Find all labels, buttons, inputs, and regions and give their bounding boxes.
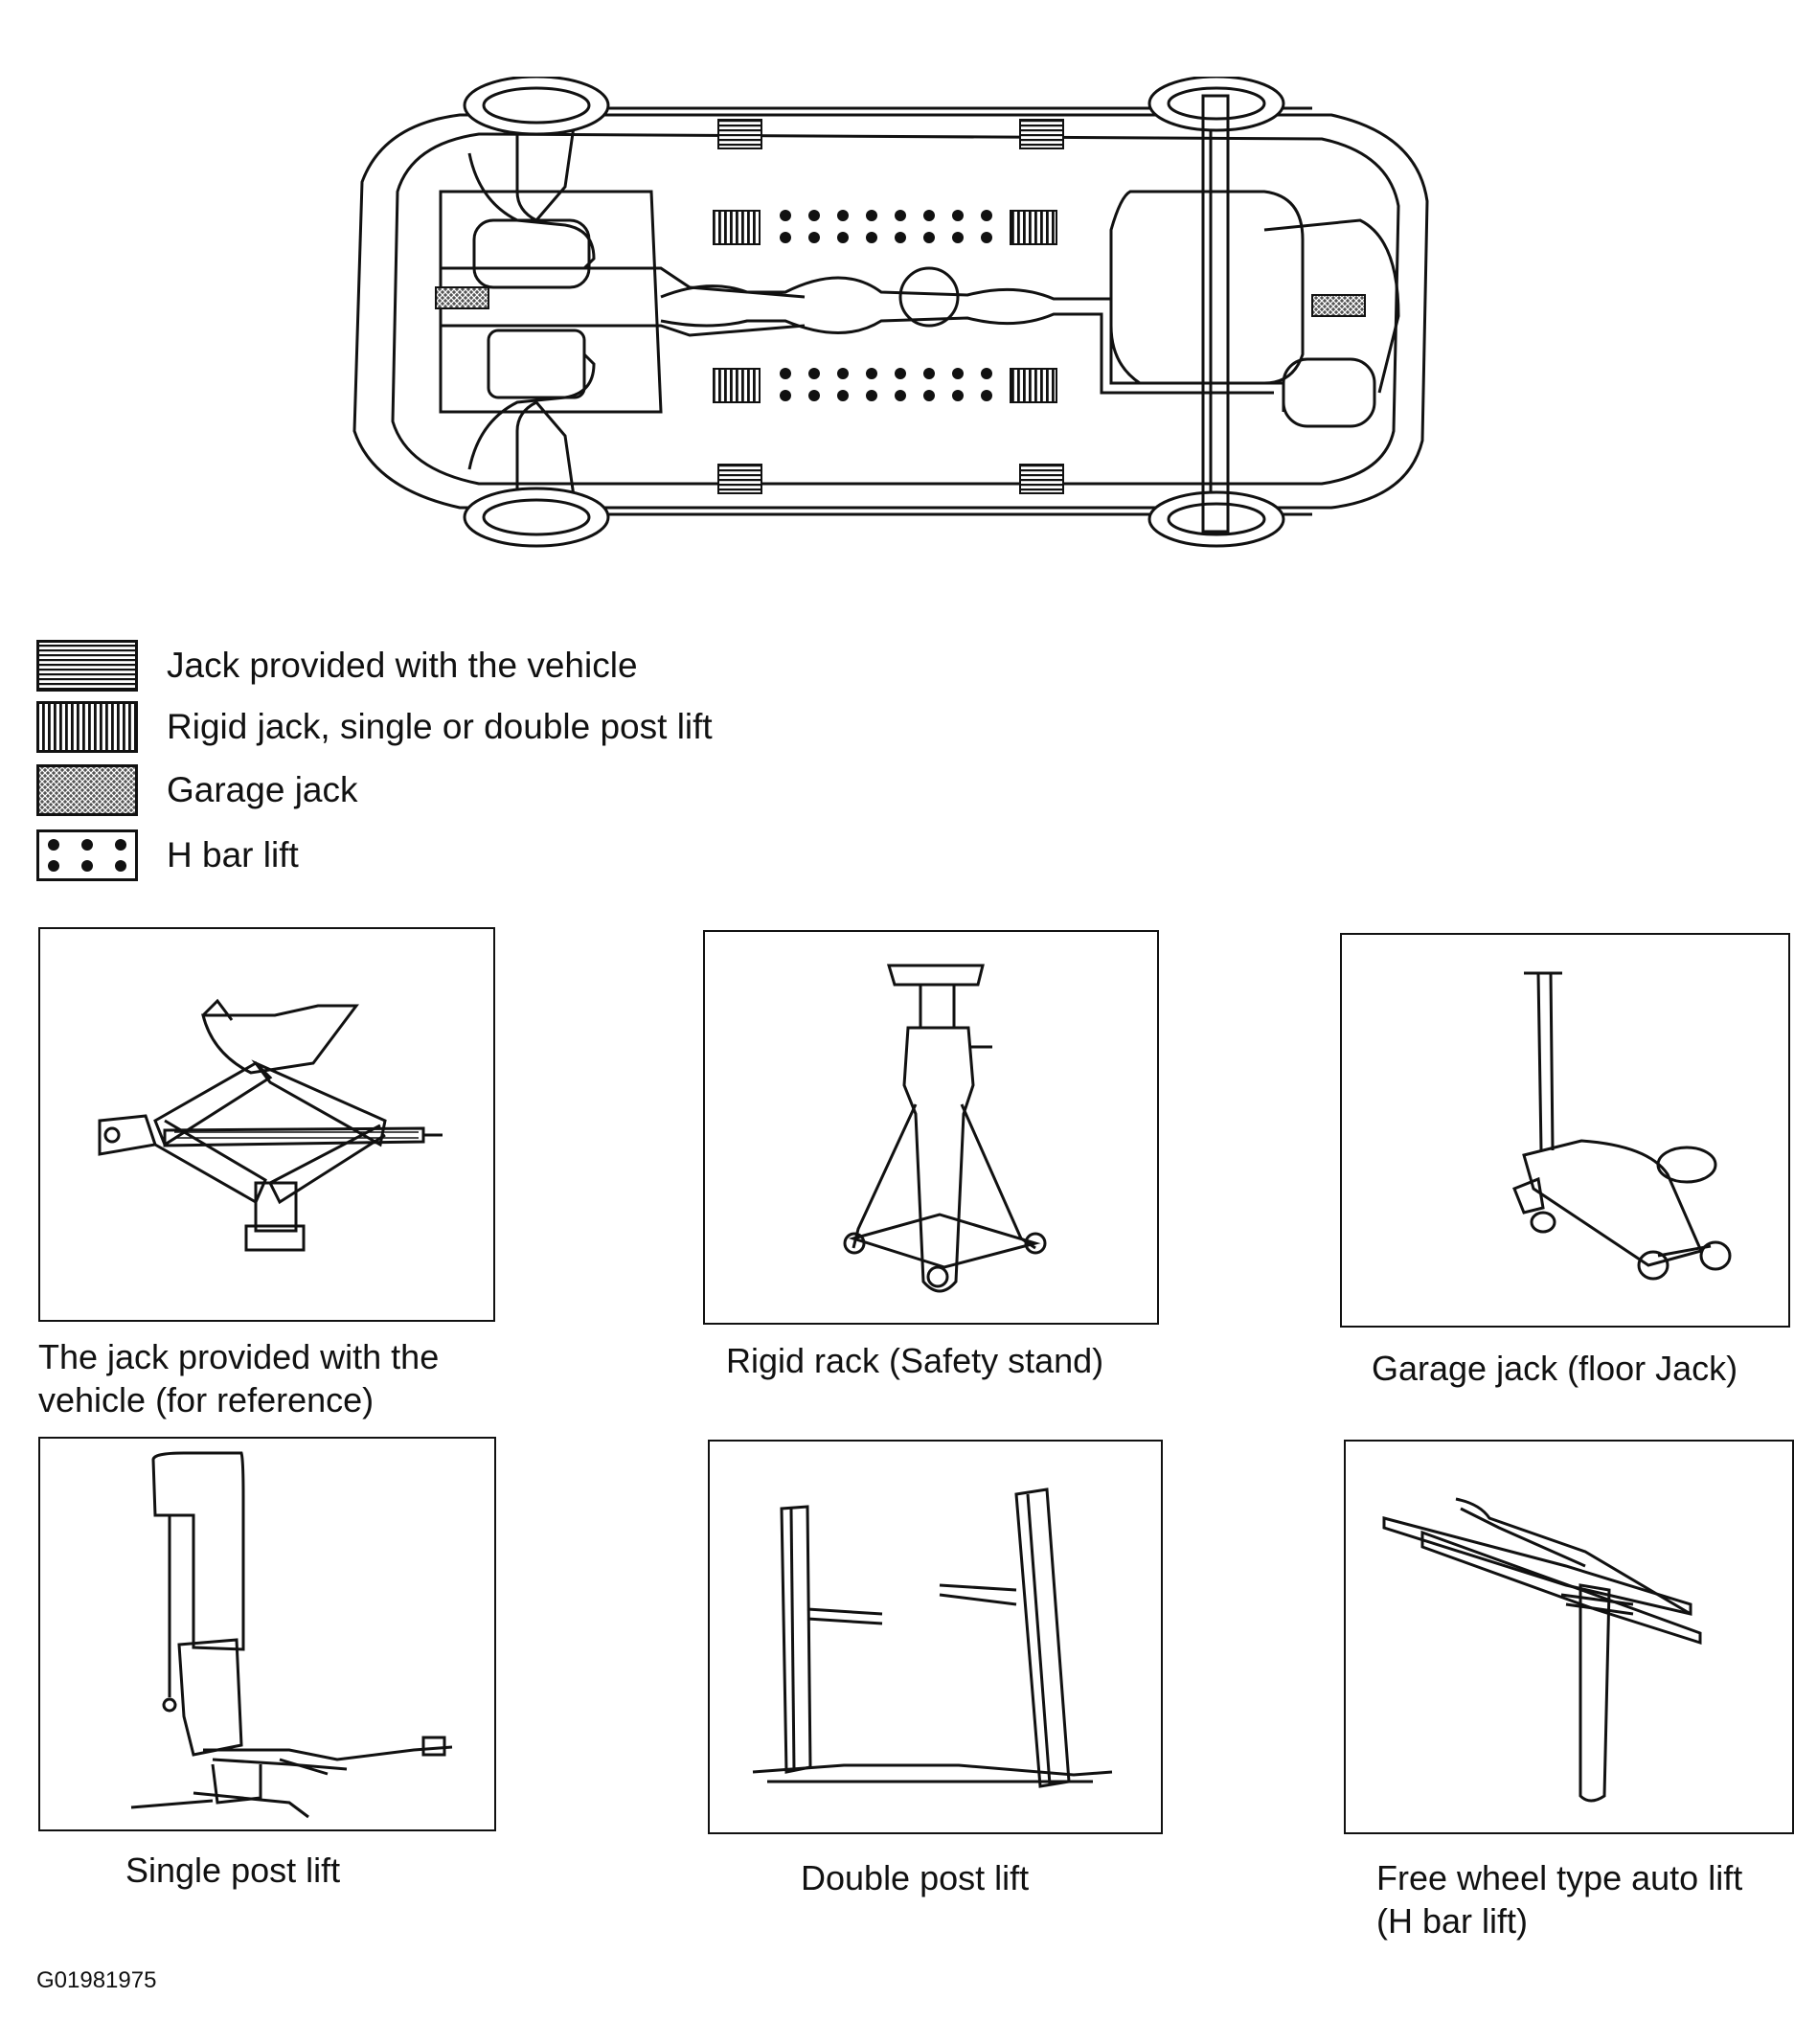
double-post-lift-icon	[752, 1488, 1113, 1788]
panel-single-post-lift	[38, 1437, 496, 1831]
vertical-lines-swatch-icon	[36, 701, 138, 753]
caption-double-post-lift: Double post lift	[801, 1858, 1030, 1897]
vehicle-underbody-diagram	[352, 77, 1429, 548]
caption-single-post-lift: Single post lift	[125, 1851, 341, 1890]
safety-stand-icon	[843, 964, 1047, 1293]
caption-safety-stand: Rigid rack (Safety stand)	[726, 1341, 1104, 1380]
legend-item-garage-jack: Garage jack	[36, 762, 358, 818]
single-post-lift-icon	[130, 1451, 453, 1819]
legend-label: H bar lift	[167, 835, 299, 874]
caption-floor-jack: Garage jack (floor Jack)	[1372, 1349, 1738, 1388]
panel-safety-stand	[703, 930, 1159, 1325]
panel-double-post-lift	[708, 1440, 1163, 1834]
scissor-jack-icon	[98, 998, 443, 1252]
legend-label: Garage jack	[167, 770, 358, 809]
legend-item-vehicle-jack: Jack provided with the vehicle	[36, 638, 638, 693]
caption-scissor-jack: The jack provided with the vehicle (for …	[38, 1337, 440, 1419]
legend-item-h-bar-lift: H bar lift	[36, 828, 299, 883]
panel-scissor-jack	[38, 927, 495, 1322]
panel-floor-jack	[1340, 933, 1790, 1328]
h-bar-lift-icon	[1382, 1497, 1702, 1803]
legend-label: Rigid jack, single or double post lift	[167, 707, 713, 746]
dots-swatch-icon	[36, 829, 138, 881]
legend-label: Jack provided with the vehicle	[167, 646, 638, 685]
legend-item-rigid-jack: Rigid jack, single or double post lift	[36, 699, 713, 755]
crosshatch-swatch-icon	[36, 764, 138, 816]
horizontal-lines-swatch-icon	[36, 640, 138, 692]
figure-code: G01981975	[36, 1967, 157, 1993]
panel-h-bar-lift	[1344, 1440, 1794, 1834]
floor-jack-icon	[1512, 971, 1732, 1281]
caption-h-bar-lift: Free wheel type auto lift (H bar lift)	[1376, 1858, 1743, 1941]
